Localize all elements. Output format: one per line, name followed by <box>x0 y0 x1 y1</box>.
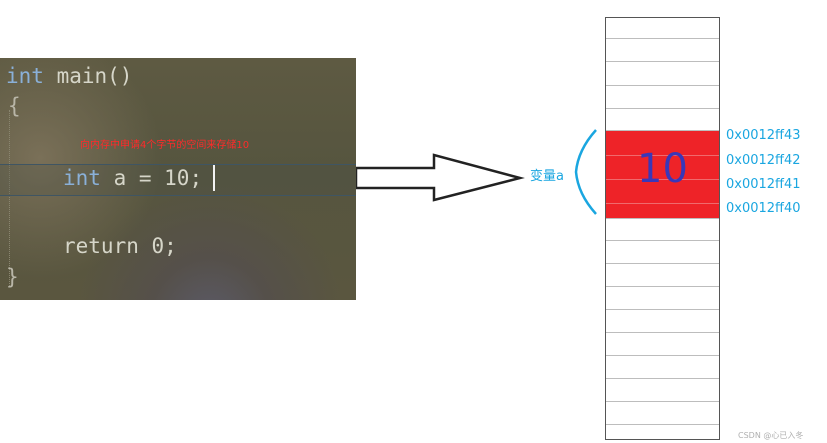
keyword-int: int <box>63 166 101 190</box>
code-line-declaration: int a = 10; <box>63 166 202 190</box>
memory-cell-divider <box>606 263 719 264</box>
watermark: CSDN @心已入冬 <box>738 431 804 440</box>
memory-cell-divider <box>606 61 719 62</box>
address-label: 0x0012ff40 <box>726 201 801 216</box>
memory-cell-divider <box>606 309 719 310</box>
code-main-signature: main() <box>43 64 133 88</box>
memory-cell-divider <box>606 424 719 425</box>
memory-cell-divider <box>606 38 719 39</box>
code-line-return: return 0; <box>63 234 177 258</box>
memory-cell-divider <box>606 401 719 402</box>
right-arrow-icon <box>356 153 525 202</box>
code-line-close-brace: } <box>6 265 19 289</box>
memory-cell-divider <box>606 218 719 219</box>
memory-column: 10 <box>605 17 720 440</box>
keyword-int: int <box>6 64 44 88</box>
address-label: 0x0012ff42 <box>726 153 801 168</box>
memory-cell-divider <box>606 85 719 86</box>
code-line-open-brace: { <box>8 94 21 118</box>
memory-cell-divider <box>606 130 719 131</box>
memory-cell-divider <box>606 203 719 204</box>
current-line-highlight <box>0 164 356 196</box>
memory-cell-divider <box>606 240 719 241</box>
variable-label: 变量a <box>530 169 564 184</box>
address-label: 0x0012ff43 <box>726 128 801 143</box>
memory-cell-divider <box>606 155 719 156</box>
memory-cell-divider <box>606 108 719 109</box>
address-label: 0x0012ff41 <box>726 177 801 192</box>
code-declaration-rest: a = 10; <box>100 166 203 190</box>
code-comment: 向内存中申请4个字节的空间来存储10 <box>80 140 250 151</box>
memory-cell-divider <box>606 355 719 356</box>
memory-cell-divider <box>606 378 719 379</box>
memory-cell-divider <box>606 286 719 287</box>
memory-cell-divider <box>606 332 719 333</box>
memory-value: 10 <box>637 146 688 192</box>
code-panel: int main() { 向内存中申请4个字节的空间来存储10 int a = … <box>0 58 356 300</box>
code-line-main: int main() <box>6 64 132 88</box>
indent-guide <box>9 110 10 286</box>
brace-icon <box>574 129 597 215</box>
text-caret <box>213 165 215 191</box>
memory-cell-divider <box>606 179 719 180</box>
